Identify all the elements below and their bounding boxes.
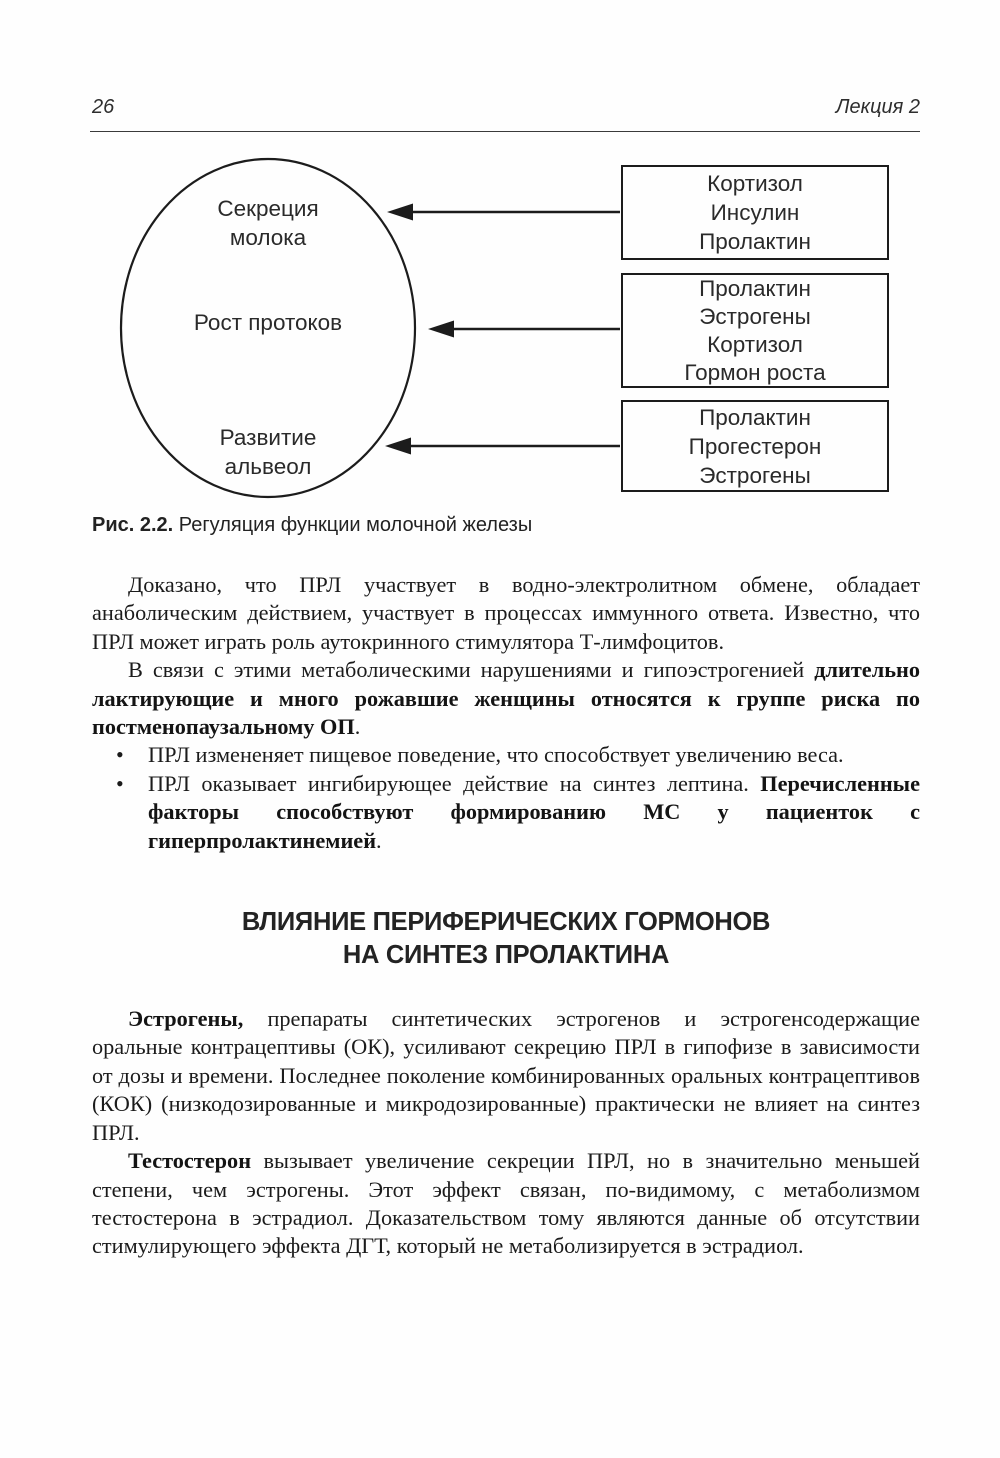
hormone-name: Кортизол	[707, 171, 803, 196]
paragraph-text: препараты синтетических эстрогенов и эст…	[92, 1006, 920, 1145]
figure-caption-text: Регуляция функции молочной железы	[173, 514, 533, 536]
paragraph-lead-bold: Тестостерон	[128, 1148, 252, 1174]
bullet-text: .	[376, 827, 382, 853]
page-number: 26	[92, 96, 115, 118]
hormone-name: Эстрогены	[699, 462, 811, 488]
hormone-box-3: Пролактин Прогестерон Эстрогены	[621, 400, 889, 492]
paragraph-text: вызывает увеличение секреции ПРЛ, но в з…	[92, 1148, 920, 1259]
running-title: Лекция 2	[835, 96, 920, 118]
paragraph-risk-group: В связи с этими метаболическими нарушени…	[92, 656, 920, 741]
diagram-graphics	[119, 157, 620, 499]
paragraph-text: .	[354, 714, 361, 740]
paragraph-text: В связи с этими метаболическими нарушени…	[128, 657, 815, 683]
paragraph-text: Доказано, что ПРЛ участвует в водно-элек…	[92, 572, 920, 654]
bullet-list: ПРЛ измененяет пищевое поведение, что сп…	[92, 741, 920, 855]
ellipse-label-milk-secretion: Секреция молока	[217, 196, 319, 250]
paragraph-estrogens: Эстрогены, препараты синтетических эстро…	[92, 1005, 920, 1147]
section-heading-line2: НА СИНТЕЗ ПРОЛАКТИНА	[342, 941, 670, 970]
hormone-box-1: Кортизол Инсулин Пролактин	[621, 165, 889, 260]
section-heading: ВЛИЯНИЕ ПЕРИФЕРИЧЕСКИХ ГОРМОНОВ НА СИНТЕЗ…	[92, 906, 920, 972]
hormone-name: Прогестерон	[688, 433, 822, 459]
mammary-gland-ellipse	[119, 157, 417, 499]
figure-caption-number: Рис. 2.2.	[92, 514, 174, 536]
arrow-to-alveoli-development	[385, 437, 620, 455]
header-rule	[90, 131, 920, 132]
paragraph-prl-metabolism: Доказано, что ПРЛ участвует в водно-элек…	[92, 571, 920, 656]
body-text: Доказано, что ПРЛ участвует в водно-элек…	[92, 571, 920, 1261]
figure-caption: Рис. 2.2. Регуляция функции молочной жел…	[92, 514, 920, 537]
bullet-item-leptin: ПРЛ оказывает ингибирующее действие на с…	[92, 770, 920, 855]
bullet-item-food-behavior: ПРЛ измененяет пищевое поведение, что сп…	[92, 741, 920, 770]
figure-diagram: Секреция молока Рост протоков Развитие а…	[0, 145, 1000, 510]
hormone-name: Инсулин	[710, 200, 800, 225]
arrow-to-milk-secretion	[387, 203, 620, 221]
bullet-text: ПРЛ измененяет пищевое поведение, что сп…	[148, 742, 844, 768]
hormone-box-2: Пролактин Эстрогены Кортизол Гормон рост…	[621, 273, 889, 388]
ellipse-label-duct-growth: Рост протоков	[193, 310, 343, 335]
ellipse-label-alveoli-development: Развитие альвеол	[219, 425, 317, 479]
paragraph-lead-bold: Эстрогены,	[128, 1006, 244, 1032]
hormone-name: Пролактин	[699, 229, 811, 254]
hormone-name: Пролактин	[699, 404, 811, 430]
hormone-name: Эстрогены	[699, 303, 811, 329]
arrow-to-duct-growth	[428, 320, 620, 338]
section-heading-line1: ВЛИЯНИЕ ПЕРИФЕРИЧЕСКИХ ГОРМОНОВ	[241, 908, 771, 937]
running-header: 26 Лекция 2	[92, 96, 920, 119]
hormone-name: Кортизол	[707, 331, 803, 357]
bullet-text: ПРЛ оказывает ингибирующее действие на с…	[148, 770, 761, 796]
paragraph-testosterone: Тестостерон вызывает увеличение секреции…	[92, 1147, 920, 1261]
hormone-name: Пролактин	[699, 275, 811, 301]
paragraph-bold-text: длительно лактирующие и много рожавшие ж…	[92, 657, 920, 740]
bullet-bold-text: Пере­численные факторы способствуют форм…	[148, 770, 920, 853]
hormone-name: Гормон роста	[684, 359, 826, 385]
